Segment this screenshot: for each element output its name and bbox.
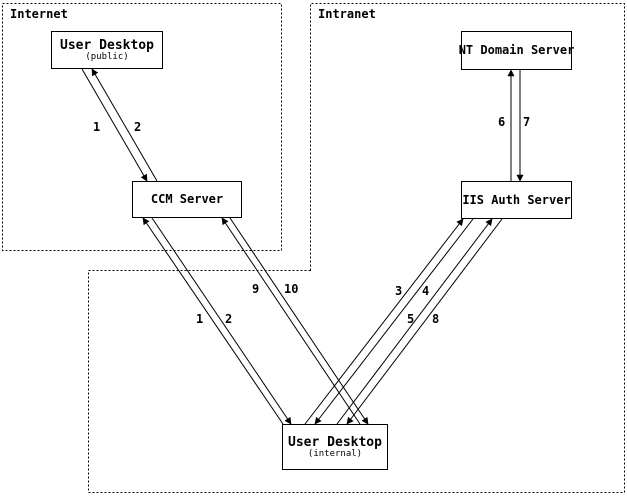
edge-5-user-desktop-internal-to-iis-auth-server (336, 218, 493, 425)
edge-2-ccm-server-to-user-desktop-public (91, 68, 158, 182)
edge-label-10: 10 (284, 282, 299, 296)
edge-label-5: 5 (407, 312, 415, 326)
edge-label-4: 4 (422, 284, 430, 298)
node-user-desktop-internal: User Desktop (internal) (282, 424, 388, 470)
zone-internet-label: Internet (10, 7, 68, 21)
node-user-desktop-internal-title: User Desktop (288, 434, 382, 450)
edge-1-user-desktop-internal-to-ccm-server (142, 217, 284, 425)
zone-intranet-label: Intranet (318, 7, 376, 21)
node-user-desktop-public-subtitle: (public) (85, 51, 129, 62)
node-user-desktop-public-title: User Desktop (60, 37, 154, 53)
edge-label-9: 9 (252, 282, 260, 296)
zone-internet-outline (2, 3, 282, 251)
node-iis-auth-server-title: IIS Auth Server (462, 192, 571, 207)
edge-8-iis-auth-server-to-user-desktop-internal (346, 218, 503, 425)
edge-label-7: 7 (523, 115, 531, 129)
node-user-desktop-public: User Desktop (public) (51, 31, 163, 69)
node-ccm-server: CCM Server (132, 181, 242, 218)
node-nt-domain-server-title: NT Domain Server (458, 43, 575, 57)
edge-label-1-internal: 1 (196, 312, 204, 326)
edge-10-ccm-server-to-user-desktop-internal (229, 217, 369, 425)
node-iis-auth-server: IIS Auth Server (461, 181, 572, 219)
edge-3-user-desktop-internal-to-iis-auth-server (304, 218, 464, 425)
edge-1-user-desktop-public-to-ccm-server (81, 68, 148, 182)
edge-label-8: 8 (432, 312, 440, 326)
node-ccm-server-title: CCM Server (150, 192, 224, 206)
edge-label-2-public: 2 (134, 120, 142, 134)
node-user-desktop-internal-subtitle: (internal) (307, 448, 363, 459)
zone-intranet-outline (88, 3, 625, 493)
node-nt-domain-server: NT Domain Server (458, 31, 575, 70)
edge-label-3: 3 (395, 284, 403, 298)
edge-label-2-internal: 2 (225, 312, 233, 326)
edge-label-1-public: 1 (93, 120, 101, 134)
edge-4-iis-auth-server-to-user-desktop-internal (314, 218, 474, 425)
edge-9-user-desktop-internal-to-ccm-server (221, 217, 361, 425)
edge-2-ccm-server-to-user-desktop-internal (151, 217, 292, 425)
edge-label-6: 6 (498, 115, 506, 129)
